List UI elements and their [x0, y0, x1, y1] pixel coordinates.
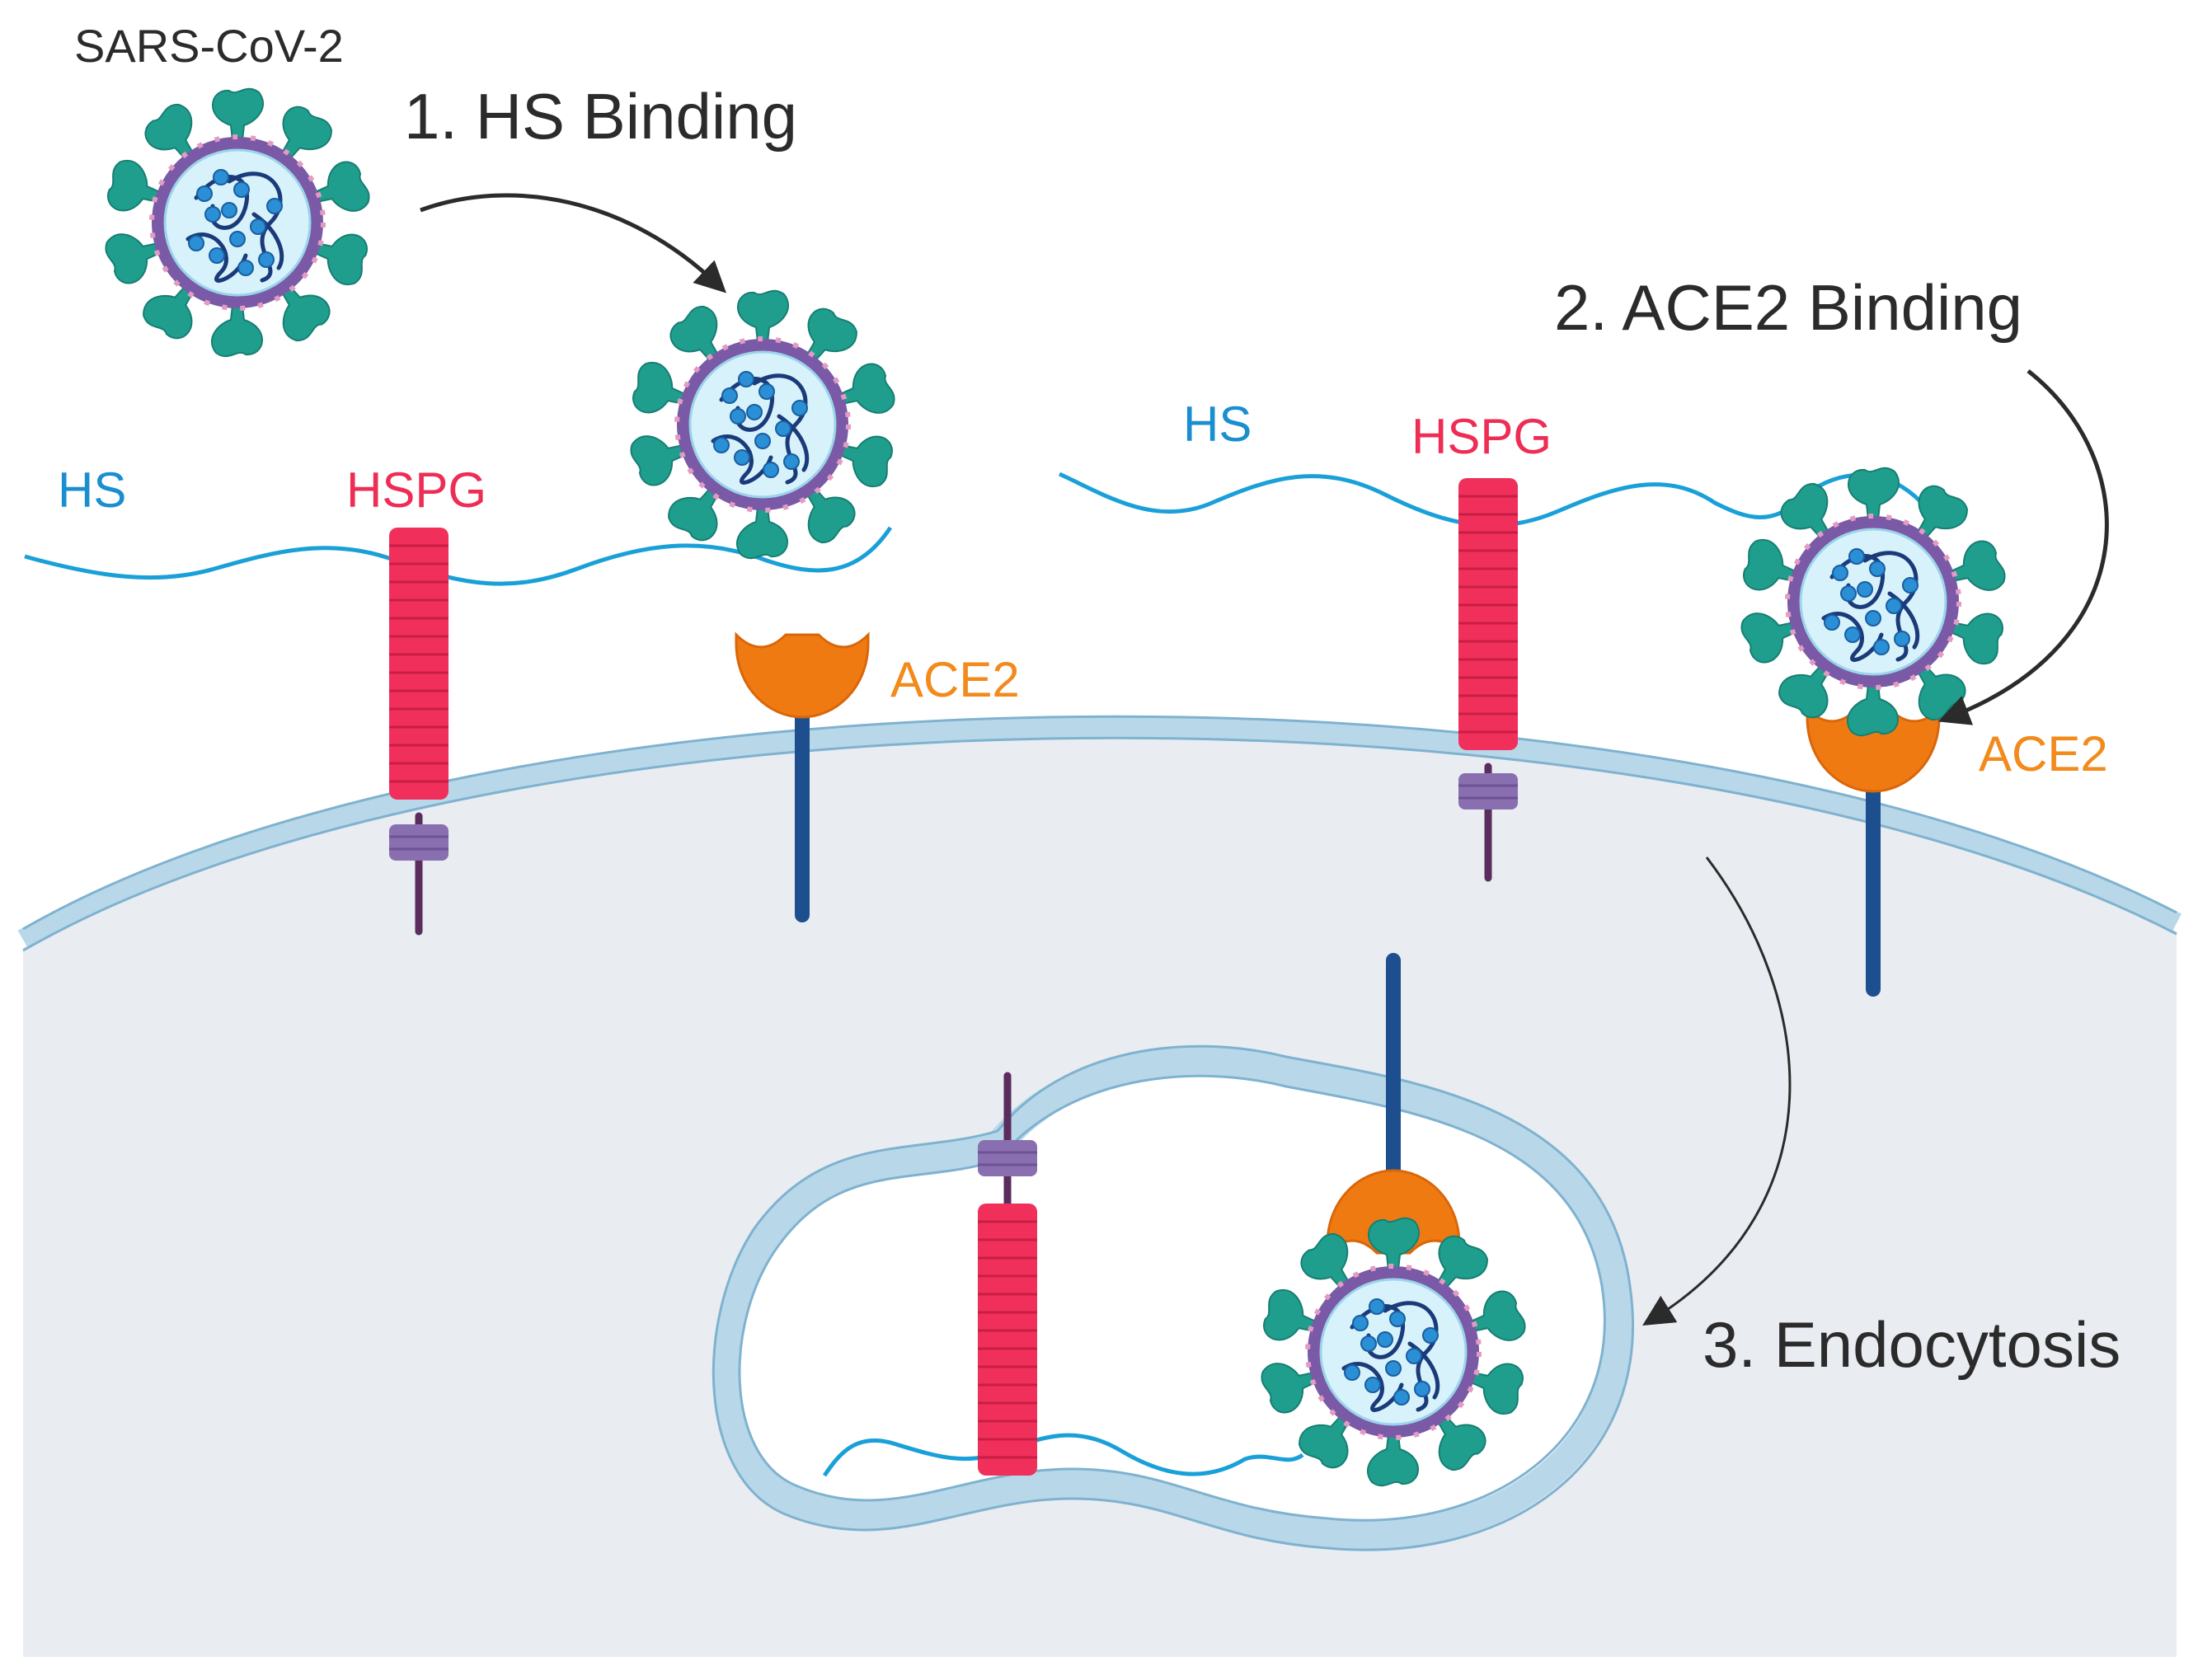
ace2-receptor-left [735, 633, 870, 922]
step1-label: 1. HS Binding [404, 80, 797, 153]
hs-chain-endosome [822, 1433, 1304, 1477]
ace2-label-left: ACE2 [890, 652, 1020, 707]
ace2-receptor-right [1806, 707, 1941, 997]
hspg-label-left: HSPG [346, 462, 486, 518]
arrow-step3 [1642, 856, 1792, 1326]
ace2-label-right: ACE2 [1979, 726, 2108, 781]
virus-free [102, 89, 373, 357]
hspg-right [1457, 476, 1519, 882]
hs-label-right: HS [1183, 397, 1252, 452]
cell-membrane [17, 716, 2182, 950]
hspg-endosome [976, 1072, 1039, 1477]
arrow-step1 [420, 193, 727, 293]
hspg-label-right: HSPG [1411, 409, 1552, 464]
virus-hs-bound [627, 291, 898, 559]
step3-label: 3. Endocytosis [1703, 1308, 2121, 1381]
virus-label: SARS-CoV-2 [74, 20, 344, 72]
step2-label: 2. ACE2 Binding [1554, 271, 2022, 344]
hs-label-left: HS [58, 462, 126, 518]
ace2-receptor-endosome [1326, 953, 1461, 1255]
arrow-step2 [1937, 369, 2109, 725]
virus-ace2-bound [1738, 468, 2008, 736]
hs-chain-left [24, 526, 893, 586]
hspg-left [387, 526, 450, 936]
